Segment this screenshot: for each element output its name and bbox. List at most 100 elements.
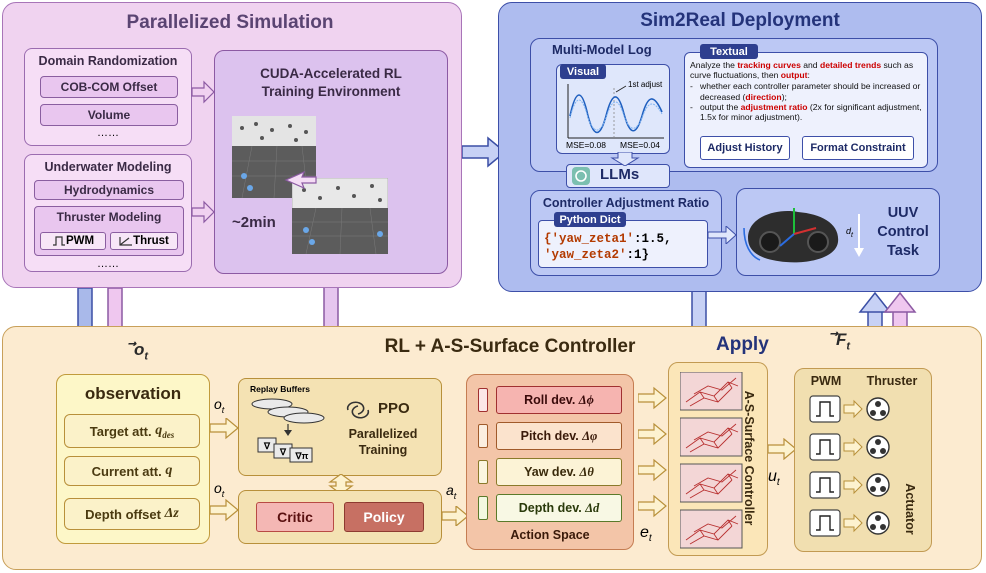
surface-plot-2 bbox=[680, 417, 743, 457]
depth-offset-symbol: Δz bbox=[164, 506, 179, 521]
render-forward-arrow bbox=[284, 170, 317, 190]
depth-color-bar bbox=[478, 496, 488, 520]
replay-buffers-label: Replay Buffers bbox=[250, 384, 310, 394]
visual-tag: Visual bbox=[560, 64, 606, 79]
policy-box: Policy bbox=[344, 502, 424, 532]
surface-plot-1 bbox=[680, 372, 743, 411]
observation-title: observation bbox=[84, 384, 182, 403]
llms-label: LLMs bbox=[600, 166, 640, 183]
obs-label-1: ot bbox=[214, 396, 225, 415]
pwm-chip-label: PWM bbox=[65, 235, 95, 247]
pitch-color-bar bbox=[478, 424, 488, 448]
bullet-1: -whether each controller parameter shoul… bbox=[690, 81, 921, 102]
action-space-label: Action Space bbox=[510, 528, 590, 542]
current-att-symbol: q bbox=[165, 463, 173, 478]
action-label: at bbox=[446, 482, 457, 501]
text-p1: Analyze the bbox=[690, 60, 735, 70]
ass-controller-label: A-S-Surface Controller bbox=[742, 390, 756, 526]
apply-label: Apply bbox=[716, 334, 769, 355]
actuator-label: Actuator bbox=[903, 483, 917, 535]
error-label: et bbox=[640, 524, 652, 545]
tracking-curve-plot bbox=[567, 84, 664, 139]
sim2real-title: Sim2Real Deployment bbox=[640, 10, 840, 31]
depth-offset-box: Depth offset Δz bbox=[64, 498, 200, 530]
pwm-wave-icon bbox=[52, 236, 65, 246]
thrust-curve-icon bbox=[119, 237, 133, 246]
depth-offset-label: Depth offset bbox=[85, 506, 161, 522]
obs-label-2: ot bbox=[214, 480, 225, 499]
dict-line-2: 'yaw_zeta2':1} bbox=[544, 248, 708, 264]
uuv-depth-symbol: dt bbox=[846, 226, 853, 239]
text-p3: such as curve fluctuations, then bbox=[690, 60, 914, 81]
text-h2: detailed trends bbox=[819, 60, 882, 70]
bullet1-h: direction bbox=[745, 91, 782, 102]
obs-to-rl-arrows bbox=[210, 418, 239, 522]
u-arrow bbox=[768, 438, 797, 460]
depth-dev-box: Depth dev. Δd bbox=[496, 494, 622, 522]
target-att-box: Target att. qdes bbox=[64, 414, 200, 448]
domain-randomization-title: Domain Randomization bbox=[38, 54, 178, 68]
bullet2-a: output the bbox=[700, 101, 739, 112]
cob-com-offset-box: COB-COM Offset bbox=[40, 76, 178, 98]
sim-render-front bbox=[292, 178, 388, 254]
sim-to-sim2real-arrow bbox=[461, 136, 507, 168]
format-constraint-box: Format Constraint bbox=[802, 136, 914, 160]
grad-label-1: ∇ bbox=[263, 440, 271, 451]
surface-plot-3 bbox=[680, 463, 743, 503]
dict-line1-val: :1.5, bbox=[634, 232, 672, 246]
text-h1: tracking curves bbox=[737, 60, 801, 70]
dict-line-1: {'yaw_zeta1':1.5, bbox=[544, 232, 708, 248]
training-time-label: ~2min bbox=[232, 214, 276, 231]
thruster-label: Thruster bbox=[866, 374, 918, 388]
llm-logo-icon bbox=[572, 167, 590, 185]
underwater-modeling-title: Underwater Modeling bbox=[44, 160, 172, 174]
text-p4: : bbox=[807, 70, 810, 81]
bullet1-b: ); bbox=[781, 91, 787, 102]
thrust-chip-label: Thrust bbox=[133, 235, 169, 247]
rl-title: RL + A-S-Surface Controller bbox=[384, 336, 636, 357]
cuda-title-line2: Training Environment bbox=[261, 83, 401, 99]
ppo-cycle-icon bbox=[346, 401, 370, 419]
textual-tag: Textual bbox=[700, 44, 758, 59]
dict-to-uuv-arrow bbox=[708, 226, 737, 244]
ppo-label: PPO bbox=[378, 400, 410, 417]
text-p2: and bbox=[803, 60, 818, 70]
adjust-history-box: Adjust History bbox=[700, 136, 790, 160]
ppo-group bbox=[238, 378, 442, 476]
actuator-row-4 bbox=[809, 509, 890, 537]
policy-to-action-arrow bbox=[442, 506, 469, 526]
plot-to-llm-arrow bbox=[610, 152, 640, 166]
multi-model-log-title: Multi-Model Log bbox=[552, 42, 652, 57]
grad-label-2: ∇ bbox=[279, 446, 287, 457]
text-h3: output bbox=[780, 70, 808, 81]
yaw-color-bar bbox=[478, 460, 488, 484]
visual-plot-box bbox=[556, 64, 670, 154]
bullet2-h: adjustment ratio bbox=[740, 101, 808, 112]
bullet1-a: whether each controller parameter should… bbox=[700, 81, 921, 102]
target-att-label: Target att. bbox=[89, 423, 152, 439]
textual-prompt: Analyze the tracking curves and detailed… bbox=[690, 60, 924, 132]
yaw-dev-box: Yaw dev. Δθ bbox=[496, 458, 622, 486]
pitch-dev-box: Pitch dev. Δφ bbox=[496, 422, 622, 450]
actuator-row-1 bbox=[809, 395, 890, 423]
hydrodynamics-box: Hydrodynamics bbox=[34, 180, 184, 200]
surface-plot-4 bbox=[680, 509, 743, 549]
critic-box: Critic bbox=[256, 502, 334, 532]
uuv-line3: Task bbox=[887, 243, 919, 259]
python-dict-tag: Python Dict bbox=[554, 212, 626, 227]
uuv-line1: UUV bbox=[887, 205, 919, 221]
ratio-title: Controller Adjustment Ratio bbox=[542, 196, 710, 210]
roll-color-bar bbox=[478, 388, 488, 412]
force-label: ⃗Ft bbox=[836, 330, 851, 353]
ppo-actor-critic-arrow bbox=[328, 474, 354, 494]
volume-box: Volume bbox=[40, 104, 178, 126]
parallel-sim-title: Parallelized Simulation bbox=[126, 12, 334, 33]
bullet2-b: (2x for significant adjustment, 1.5x for… bbox=[700, 101, 922, 123]
parallelized-label: Parallelized bbox=[348, 427, 418, 441]
current-att-label: Current att. bbox=[91, 463, 162, 479]
thruster-modeling-title: Thruster Modeling bbox=[56, 210, 162, 224]
adjust-note: 1st adjust bbox=[628, 80, 663, 89]
uuv-render bbox=[743, 208, 839, 263]
grad-label-3: ∇π bbox=[295, 450, 309, 461]
dict-line2-val: :1} bbox=[626, 248, 650, 262]
